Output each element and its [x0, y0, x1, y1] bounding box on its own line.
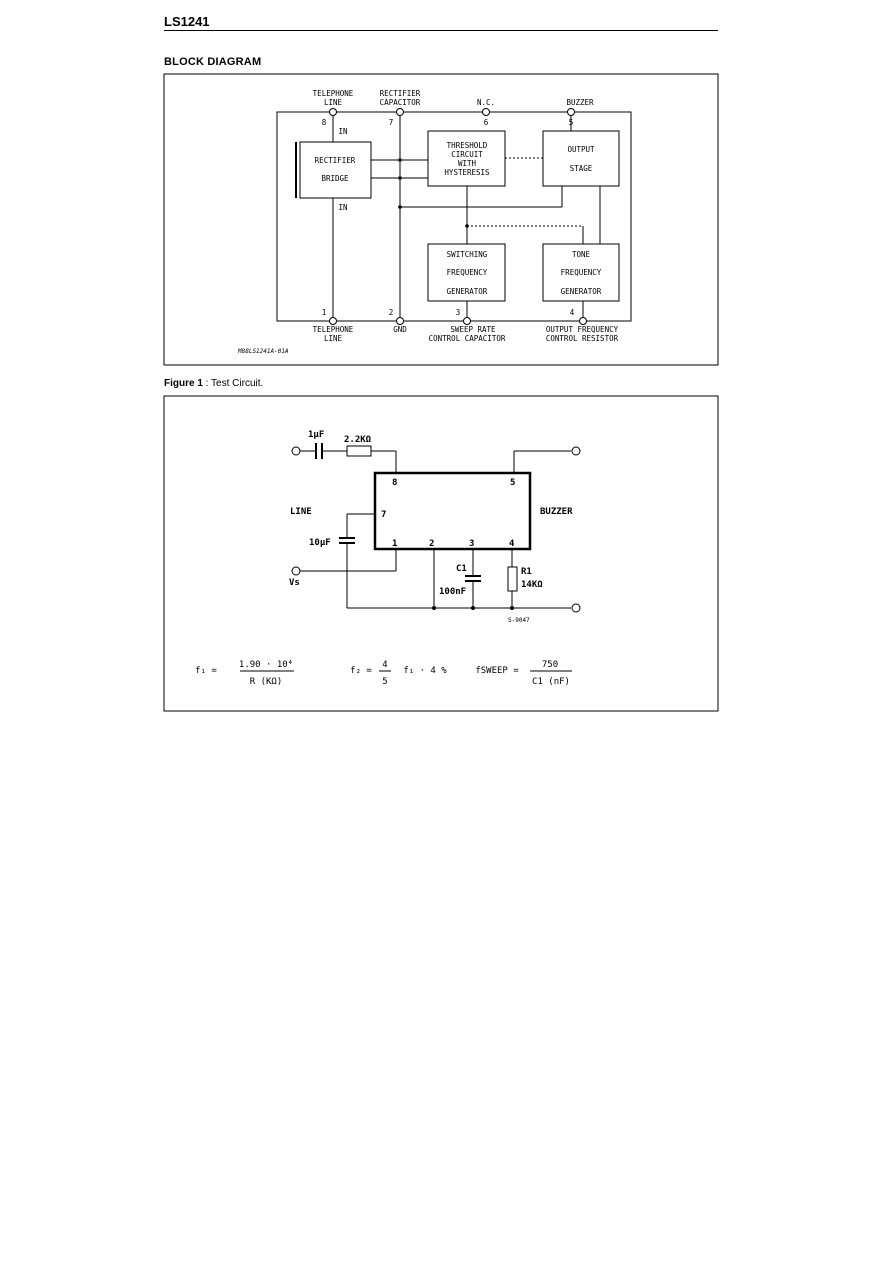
buzzer-label: BUZZER — [540, 507, 573, 517]
test-circuit-ref: S-9047 — [508, 617, 530, 624]
switching-text-1: SWITCHING — [447, 250, 488, 259]
r1-name: R1 — [521, 567, 532, 577]
test-pin4: 4 — [509, 539, 515, 549]
output-text-2: STAGE — [570, 164, 593, 173]
pin7-number: 7 — [389, 118, 394, 127]
pin4-label: OUTPUT FREQUENCY — [546, 325, 619, 334]
buzzer-terminal-top — [571, 446, 581, 456]
c-in-label: 1µF — [308, 430, 324, 440]
block-diagram-ref: M88LS1241A-01A — [237, 348, 289, 355]
c1-name: C1 — [456, 564, 467, 574]
block-diagram: TELEPHONE LINE RECTIFIER CAPACITOR N.C. … — [163, 73, 719, 366]
f2-tail: f₁ · 4 % — [403, 666, 447, 676]
threshold-text-1: THRESHOLD — [447, 141, 488, 150]
pin1-label: TELEPHONE — [313, 325, 354, 334]
threshold-text-2: CIRCUIT — [451, 150, 483, 159]
switching-text-2: FREQUENCY — [447, 268, 488, 277]
pin1-terminal — [329, 317, 337, 325]
pin5-number: 5 — [569, 118, 574, 127]
f2-denominator: 5 — [382, 677, 387, 687]
test-pin7: 7 — [381, 510, 386, 520]
pin1-label2: LINE — [324, 334, 343, 343]
pin7-label: RECTIFIER — [380, 89, 421, 98]
tone-generator-block — [542, 243, 620, 302]
rectifier-text-2: BRIDGE — [321, 174, 349, 183]
tone-text-2: FREQUENCY — [561, 268, 602, 277]
pin6-terminal — [482, 108, 490, 116]
test-ic-body — [373, 471, 532, 551]
pin5-terminal — [567, 108, 575, 116]
pin3-number: 3 — [456, 308, 461, 317]
pin7-terminal — [396, 108, 404, 116]
block-diagram-title: BLOCK DIAGRAM — [164, 56, 262, 68]
input-terminal — [291, 446, 301, 456]
pin4-label2: CONTROL RESISTOR — [546, 334, 619, 343]
r-in-label: 2.2KΩ — [344, 435, 372, 445]
fsweep-numerator: 750 — [542, 660, 558, 670]
pin8-label: TELEPHONE — [313, 89, 354, 98]
test-pin8: 8 — [392, 478, 397, 488]
threshold-text-3: WITH — [458, 159, 477, 168]
r-in — [346, 445, 372, 457]
test-circuit-frame — [163, 395, 719, 712]
pin4-number: 4 — [570, 308, 575, 317]
test-pin5: 5 — [510, 478, 515, 488]
f1-denominator: R (KΩ) — [250, 677, 283, 687]
pin4-terminal — [579, 317, 587, 325]
header-rule — [164, 30, 718, 31]
test-pin3: 3 — [469, 539, 474, 549]
pin5-label: BUZZER — [566, 98, 594, 107]
rectifier-block — [299, 141, 372, 199]
vs-terminal — [291, 566, 301, 576]
tone-text-3: GENERATOR — [561, 287, 602, 296]
r1-value: 14KΩ — [521, 580, 543, 590]
pin6-number: 6 — [484, 118, 489, 127]
output-stage-block — [542, 130, 620, 187]
f2-numerator: 4 — [382, 660, 387, 670]
figure-title: : Test Circuit. — [202, 378, 264, 389]
ic-body — [276, 111, 632, 322]
f1-numerator: 1.90 · 10⁴ — [239, 660, 293, 670]
test-pin2: 2 — [429, 539, 434, 549]
pin3-label2: CONTROL CAPACITOR — [429, 334, 506, 343]
vs-label: Vs — [289, 578, 300, 588]
fsweep-denominator: C1 (nF) — [532, 677, 570, 687]
pin8-number: 8 — [322, 118, 327, 127]
in-label-top: IN — [338, 127, 347, 136]
f2-lhs: f₂ = — [350, 666, 372, 676]
in-label-bottom: IN — [338, 203, 347, 212]
fsweep-lhs: fSWEEP = — [475, 666, 519, 676]
output-text-1: OUTPUT — [567, 145, 595, 154]
block-diagram-frame — [163, 73, 719, 366]
switching-text-3: GENERATOR — [447, 287, 488, 296]
pin2-number: 2 — [389, 308, 394, 317]
pin3-terminal — [463, 317, 471, 325]
r1-resistor — [507, 566, 518, 592]
figure-number: Figure 1 — [164, 378, 203, 389]
test-circuit: 1µF 2.2KΩ LINE BUZZER 10µF Vs 8 5 7 1 2 … — [163, 395, 719, 712]
figure-caption: Figure 1 : Test Circuit. — [164, 378, 263, 389]
pin7-label2: CAPACITOR — [380, 98, 421, 107]
pin3-label: SWEEP RATE — [450, 325, 496, 334]
pin1-number: 1 — [322, 308, 327, 317]
part-number-header: LS1241 — [164, 14, 210, 29]
pin2-terminal — [396, 317, 404, 325]
rectifier-text-1: RECTIFIER — [315, 156, 356, 165]
test-pin1: 1 — [392, 539, 397, 549]
pin2-label: GND — [393, 325, 407, 334]
threshold-text-4: HYSTERESIS — [444, 168, 490, 177]
f1-lhs: f₁ = — [195, 666, 217, 676]
pin8-label2: LINE — [324, 98, 343, 107]
line-label: LINE — [290, 507, 312, 517]
c-rect-label: 10µF — [309, 538, 331, 548]
pin8-terminal — [329, 108, 337, 116]
tone-text-1: TONE — [572, 250, 591, 259]
c1-value: 100nF — [439, 587, 466, 597]
buzzer-terminal-bottom — [571, 603, 581, 613]
pin6-label: N.C. — [477, 98, 495, 107]
